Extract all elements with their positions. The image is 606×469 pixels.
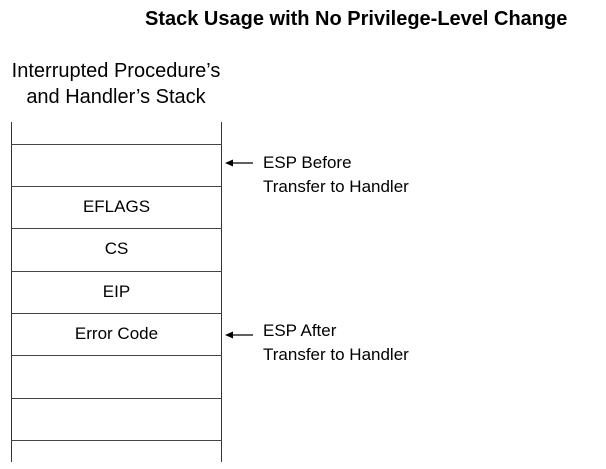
stack-heading-line-1: Interrupted Procedure’s bbox=[11, 60, 221, 82]
stack-frame bbox=[11, 122, 222, 462]
esp-after-line-1: ESP After bbox=[263, 321, 337, 340]
stack-divider bbox=[11, 186, 222, 187]
stack-heading-line-2: and Handler’s Stack bbox=[26, 86, 206, 108]
esp-before-line-1: ESP Before bbox=[263, 153, 352, 172]
stack-cell-eip: EIP bbox=[102, 282, 131, 301]
stack-divider bbox=[11, 398, 222, 399]
esp-after-line-2: Transfer to Handler bbox=[263, 345, 409, 364]
stack-heading: Interrupted Procedure’s and Handler’s St… bbox=[0, 58, 232, 110]
diagram-title: Stack Usage with No Privilege-Level Chan… bbox=[145, 8, 568, 30]
stack-cell-error-code: Error Code bbox=[74, 324, 159, 343]
stack-divider bbox=[11, 313, 222, 314]
stack-divider bbox=[11, 144, 222, 145]
stack-cell-cs: CS bbox=[104, 239, 129, 258]
stack-divider bbox=[11, 228, 222, 229]
stack-divider bbox=[11, 440, 222, 441]
esp-before-line-2: Transfer to Handler bbox=[263, 177, 409, 196]
stack-cell-eflags: EFLAGS bbox=[82, 197, 151, 216]
esp-before-arrow-icon bbox=[225, 158, 255, 168]
esp-after-label: ESP After Transfer to Handler bbox=[263, 319, 409, 367]
esp-before-label: ESP Before Transfer to Handler bbox=[263, 151, 409, 199]
stack-divider bbox=[11, 271, 222, 272]
esp-after-arrow-icon bbox=[225, 330, 255, 340]
stack-divider bbox=[11, 355, 222, 356]
